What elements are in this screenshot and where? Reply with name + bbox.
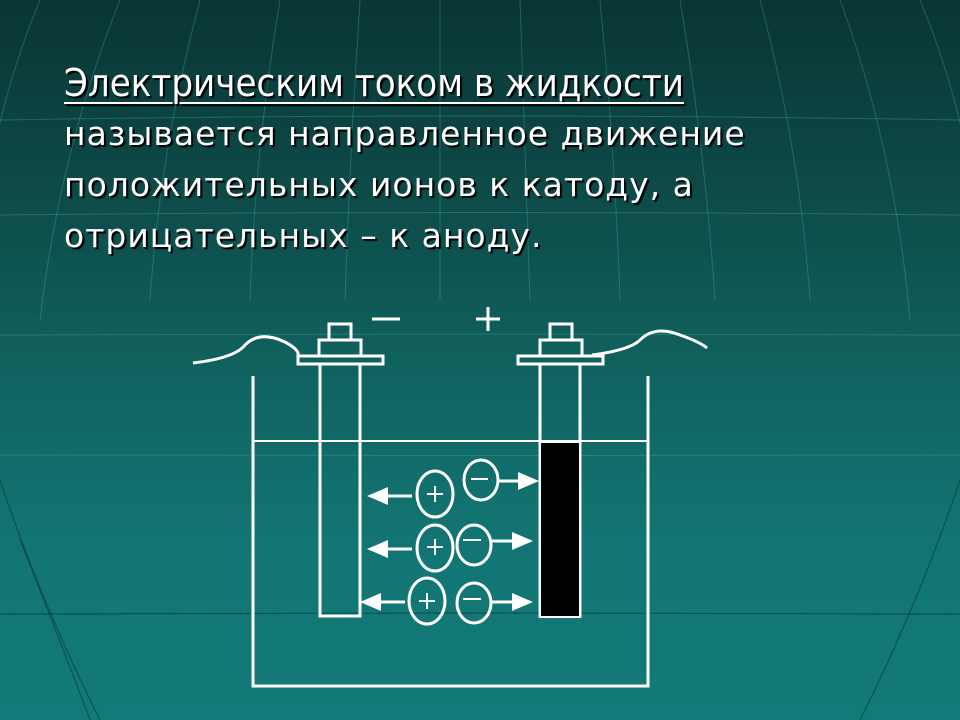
positive-ion-1 bbox=[415, 469, 455, 519]
negative-ion-2 bbox=[455, 523, 493, 567]
anode-submerged bbox=[539, 441, 581, 618]
wire-left bbox=[192, 335, 300, 365]
definition-line-1: называется направленное движение bbox=[64, 114, 746, 153]
negative-ion-3 bbox=[455, 581, 493, 625]
positive-ion-3 bbox=[407, 576, 447, 626]
slide-title: Электрическим током в жидкости bbox=[64, 61, 684, 105]
slide-text: Электрическим током в жидкости называетс… bbox=[64, 58, 924, 261]
negative-ion-1 bbox=[462, 458, 500, 502]
wire-right bbox=[591, 329, 708, 357]
positive-ion-2 bbox=[415, 523, 455, 573]
definition-line-2: положительных ионов к катоду, а bbox=[64, 165, 694, 204]
vessel bbox=[251, 376, 650, 688]
cathode bbox=[296, 322, 385, 618]
anode-plus-sign bbox=[476, 307, 500, 331]
definition-line-3: отрицательных – к аноду. bbox=[64, 216, 543, 255]
